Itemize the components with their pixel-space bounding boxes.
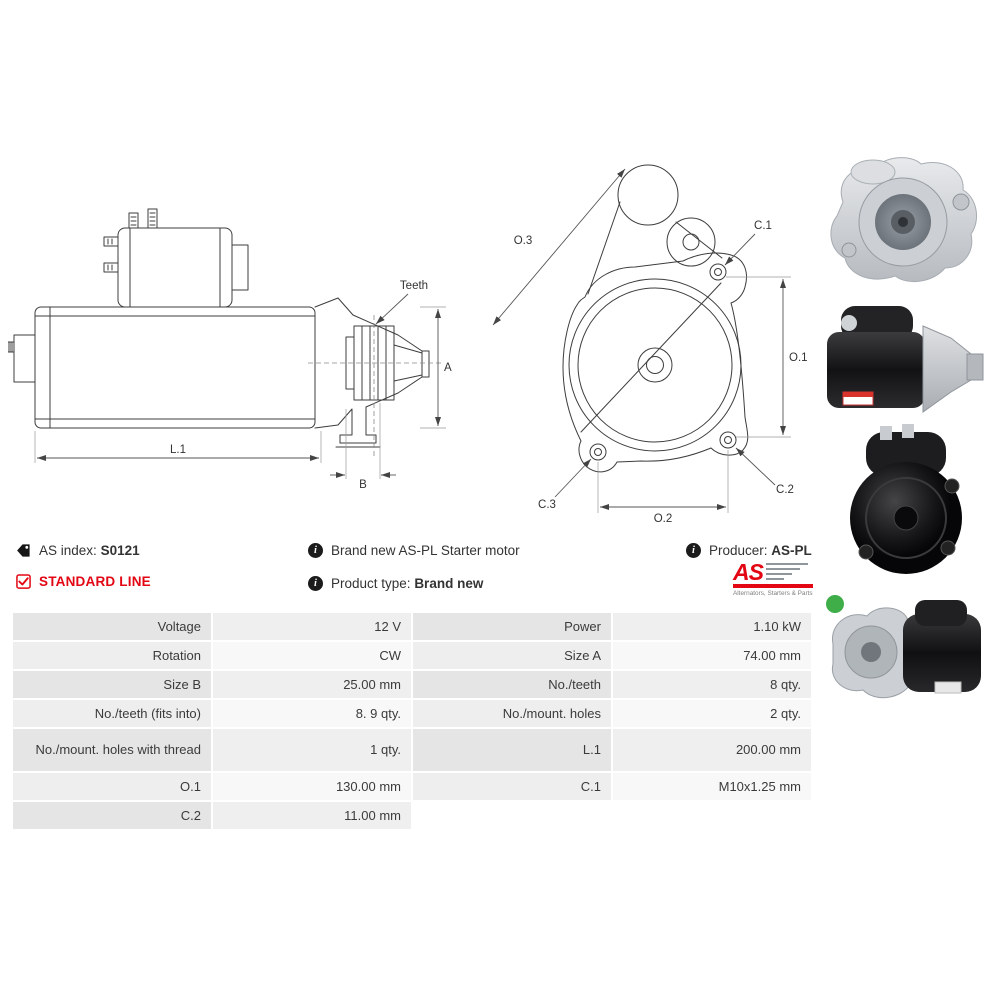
- product-type: i Product type: Brand new: [308, 576, 483, 591]
- product-photo-rear-black: [850, 424, 962, 574]
- spec-label: Rotation: [12, 641, 212, 670]
- spec-row-voltage: Voltage 12 V Power 1.10 kW: [12, 612, 812, 641]
- standard-line: STANDARD LINE: [16, 574, 151, 589]
- producer-value: AS-PL: [771, 543, 812, 558]
- spec-label: Voltage: [12, 612, 212, 641]
- dim-label-o1: O.1: [789, 352, 808, 364]
- dimension-L1: L.1: [34, 431, 322, 463]
- spec-row-teeth-fits: No./teeth (fits into) 8. 9 qty. No./moun…: [12, 699, 812, 728]
- spec-value: 8. 9 qty.: [212, 699, 412, 728]
- dimension-O3: O.3: [492, 168, 626, 326]
- dim-label-a: A: [444, 362, 452, 374]
- dimension-B: B: [330, 403, 396, 490]
- spec-label: C.1: [412, 772, 612, 801]
- check-icon: [16, 574, 31, 589]
- standard-line-label: STANDARD LINE: [39, 574, 151, 589]
- dimension-C2: C.2: [735, 447, 794, 496]
- dim-label-b: B: [359, 479, 367, 490]
- spec-label: Size A: [412, 641, 612, 670]
- solenoid-outline: [103, 208, 249, 308]
- info-icon: i: [686, 543, 701, 558]
- product-photo-front-silver: [830, 157, 978, 283]
- spec-label: No./teeth (fits into): [12, 699, 212, 728]
- spec-value: 2 qty.: [612, 699, 812, 728]
- brand-new-note: i Brand new AS-PL Starter motor: [308, 543, 520, 558]
- spec-row-mount-holes-thread: No./mount. holes with thread 1 qty. L.1 …: [12, 728, 812, 772]
- teeth-callout: Teeth: [375, 280, 428, 325]
- dim-label-o2: O.2: [654, 513, 673, 525]
- spec-value: 8 qty.: [612, 670, 812, 699]
- dim-label-l1: L.1: [170, 444, 186, 456]
- as-index-value: S0121: [100, 543, 140, 558]
- dimension-O2: O.2: [597, 450, 729, 525]
- logo-underline: [733, 584, 813, 588]
- tag-icon: [17, 544, 30, 557]
- logo-text: AS: [733, 559, 764, 585]
- spec-row-rotation: Rotation CW Size A 74.00 mm: [12, 641, 812, 670]
- product-photo-side-black: [827, 306, 984, 413]
- dim-label-c3: C.3: [538, 499, 556, 511]
- side-view-technical-drawing: A L.1 B Teeth: [8, 208, 452, 490]
- spec-value: 200.00 mm: [612, 728, 812, 772]
- spec-label: No./mount. holes: [412, 699, 612, 728]
- spec-value: 130.00 mm: [212, 772, 412, 801]
- spec-label: L.1: [412, 728, 612, 772]
- spec-value: 25.00 mm: [212, 670, 412, 699]
- product-type-label: Product type:: [331, 576, 411, 591]
- spec-label: Power: [412, 612, 612, 641]
- spec-row-o1: O.1 130.00 mm C.1 M10x1.25 mm: [12, 772, 812, 801]
- producer-label: Producer:: [709, 543, 768, 558]
- spec-table: Voltage 12 V Power 1.10 kW Rotation CW S…: [12, 612, 812, 830]
- motor-body-outline: [8, 306, 316, 429]
- dimension-C1: C.1: [724, 220, 772, 266]
- dim-label-c2: C.2: [776, 484, 794, 496]
- dim-label-o3: O.3: [514, 235, 533, 247]
- spec-value: 1 qty.: [212, 728, 412, 772]
- brand-new-text: Brand new AS-PL Starter motor: [331, 543, 520, 558]
- spec-label: No./mount. holes with thread: [12, 728, 212, 772]
- spec-label-empty: [412, 801, 612, 830]
- spec-value: M10x1.25 mm: [612, 772, 812, 801]
- spec-value-empty: [612, 801, 812, 830]
- spec-label: Size B: [12, 670, 212, 699]
- producer: i Producer: AS-PL: [686, 543, 812, 558]
- logo-tagline: Alternators, Starters & Parts: [733, 589, 813, 597]
- as-pl-logo: AS Alternators, Starters & Parts: [733, 559, 813, 597]
- spec-value: CW: [212, 641, 412, 670]
- as-index: AS index: S0121: [16, 543, 140, 558]
- flange-outline: [562, 164, 749, 473]
- front-view-technical-drawing: O.3 C.1 O.1 C.3 C.2 O.2: [492, 164, 808, 525]
- product-type-value: Brand new: [414, 576, 484, 591]
- info-icon: i: [308, 543, 323, 558]
- spec-value: 11.00 mm: [212, 801, 412, 830]
- spec-row-c2: C.2 11.00 mm: [12, 801, 812, 830]
- spec-value: 74.00 mm: [612, 641, 812, 670]
- dimension-C3: C.3: [538, 458, 592, 511]
- dim-label-c1: C.1: [754, 220, 772, 232]
- logo-speed-lines: [765, 562, 808, 580]
- dim-label-teeth: Teeth: [400, 280, 428, 292]
- spec-label: No./teeth: [412, 670, 612, 699]
- as-index-label: AS index:: [39, 543, 97, 558]
- spec-value: 12 V: [212, 612, 412, 641]
- product-photo-angle-black: [826, 595, 981, 699]
- info-icon: i: [308, 576, 323, 591]
- spec-value: 1.10 kW: [612, 612, 812, 641]
- drive-end-outline: [314, 297, 430, 448]
- dimension-A: A: [420, 306, 452, 429]
- spec-row-size-b: Size B 25.00 mm No./teeth 8 qty.: [12, 670, 812, 699]
- spec-label: O.1: [12, 772, 212, 801]
- spec-label: C.2: [12, 801, 212, 830]
- dimension-O1: O.1: [726, 276, 808, 438]
